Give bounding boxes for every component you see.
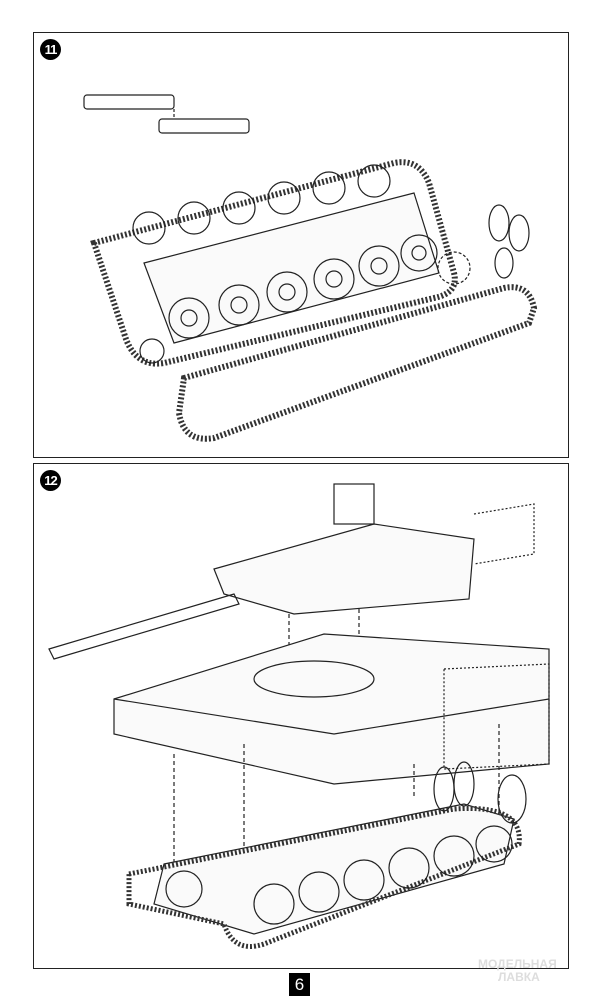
watermark-line-2: ЛАВКА [498,970,540,984]
track-assembly-illustration [83,94,538,442]
road-wheels [132,164,438,339]
step-number-badge: 11 [40,39,61,60]
commander-sight [333,483,375,525]
step-11-panel: 11 [33,32,569,458]
rear-grille [443,663,550,770]
gun-barrel [48,593,240,660]
fuel-drums [488,204,530,279]
hull-bottom [143,192,440,344]
idler-wheel [139,338,165,364]
tank-assembly-illustration [48,483,550,949]
step-number-badge: 12 [40,470,61,491]
fuel-drums [433,761,527,824]
upper-track [90,159,458,367]
turret-basket [473,503,535,565]
watermark-line-1: МОДЕЛЬНАЯ [478,957,557,971]
watermark-logo: МОДЕЛЬНАЯ ЛАВКА [478,958,557,984]
step-12-panel: 12 [33,463,569,969]
lower-hull-with-tracks [126,761,527,949]
sprocket-wheel [437,251,471,285]
page-number: 6 [289,973,310,996]
upper-hull [113,633,550,785]
track-link-part [158,118,250,134]
track-link-part [83,94,175,110]
lower-track [175,284,538,442]
turret [48,483,535,660]
